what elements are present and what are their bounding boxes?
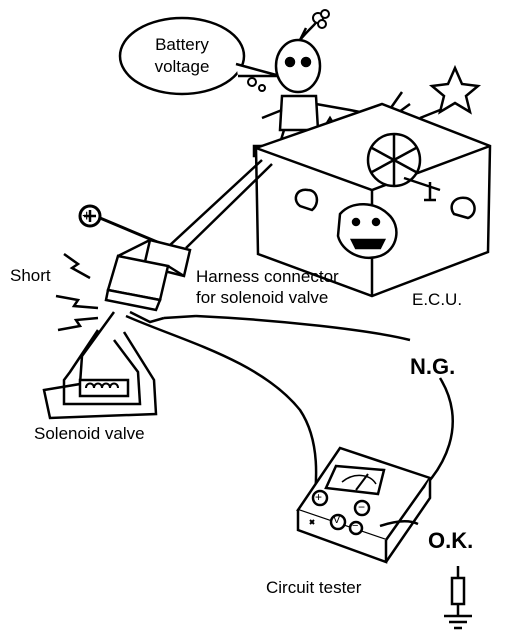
short-spark-icon <box>55 252 99 332</box>
tester-terminal-v: V <box>333 514 341 526</box>
ok-probe <box>379 520 419 528</box>
circuit-tester <box>296 446 432 564</box>
solenoid-valve <box>42 311 158 420</box>
ng-label: N.G. <box>410 354 456 379</box>
tester-terminal-minus-2: − <box>352 520 359 532</box>
harness-label-line-2: for solenoid valve <box>196 288 329 307</box>
ecu-box <box>254 102 492 298</box>
circuit-tester-label: Circuit tester <box>266 578 362 597</box>
harness-wires <box>155 159 273 259</box>
bubble-line-1: Battery <box>155 35 209 54</box>
ground-resistor-icon <box>444 566 472 630</box>
harness-connector <box>104 238 192 312</box>
harness-label-line-1: Harness connector <box>196 267 339 286</box>
positive-terminal-icon <box>78 204 163 246</box>
tester-terminal-minus: − <box>358 500 366 514</box>
positive-terminal-symbol: + <box>82 208 92 225</box>
harness-connector-label: Harness connector for solenoid valve <box>196 266 339 308</box>
bubble-line-2: voltage <box>154 57 210 76</box>
tester-terminal-plus: + <box>315 490 323 504</box>
ecu-label: E.C.U. <box>412 290 463 309</box>
smoke-puff <box>312 9 330 29</box>
short-label: Short <box>10 266 51 285</box>
bubble-label: Battery voltage <box>132 34 232 78</box>
solenoid-valve-label: Solenoid valve <box>34 424 145 443</box>
speech-bubble <box>118 16 281 96</box>
ok-label: O.K. <box>428 528 474 553</box>
